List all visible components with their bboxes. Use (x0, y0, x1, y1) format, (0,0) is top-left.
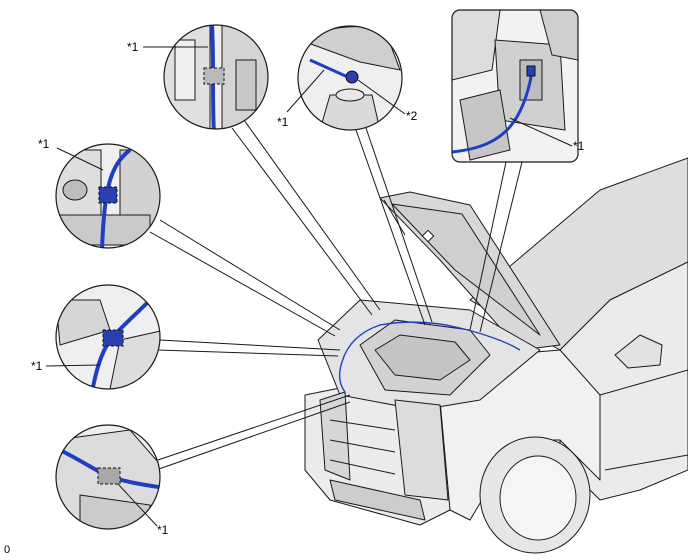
callout-label: *1 (157, 523, 169, 537)
detail-view-r (451, 9, 579, 163)
leader-lines (149, 119, 523, 471)
radiator (319, 391, 351, 481)
callout-label: *1 (573, 139, 585, 153)
side-mirror (614, 334, 663, 369)
detail-view-e (55, 424, 161, 530)
vehicle-body (304, 157, 688, 554)
connector-box (97, 467, 121, 485)
engine-bay-harness (338, 361, 346, 393)
callout-pointers (45, 46, 573, 527)
front-wheel-inner (499, 455, 577, 541)
connector-box (102, 329, 124, 347)
hood-stay (383, 199, 406, 236)
detail-view-c (55, 143, 161, 249)
callout-label: *1 (38, 137, 50, 151)
bay-line (329, 439, 396, 453)
lower-grille (329, 479, 426, 521)
callout-label: *1 (277, 115, 289, 129)
connector-box (98, 186, 118, 204)
callout-label: *1 (31, 359, 43, 373)
hood-latch (421, 229, 435, 243)
bay-line (329, 419, 396, 431)
callout-label: *2 (406, 109, 418, 123)
detail-view-a (163, 24, 269, 130)
callout-label: *1 (127, 40, 139, 54)
connector-clip (345, 70, 359, 84)
radiator-support (394, 399, 449, 501)
detail-view-d (55, 284, 161, 390)
door-line (599, 369, 688, 396)
engine-detail (374, 334, 471, 381)
detail-view-b (297, 25, 403, 131)
figure-code: 0 (4, 544, 11, 556)
door-line (604, 454, 688, 471)
bay-line (329, 459, 396, 475)
connector-box (203, 67, 225, 85)
connector-clip (526, 65, 536, 77)
